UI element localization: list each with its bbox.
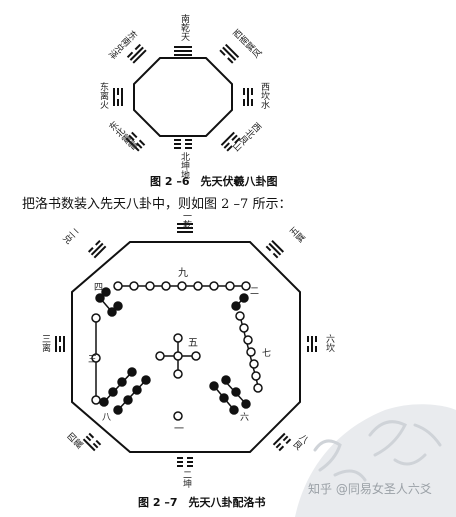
dots-two bbox=[231, 293, 249, 311]
body-paragraph: 把洛书数装入先天八卦中，则如图 2 –7 所示： bbox=[22, 197, 292, 212]
label-right: 六坎 bbox=[324, 334, 334, 352]
trigram-southeast bbox=[126, 43, 147, 64]
seal-watermark-graphic bbox=[295, 404, 456, 517]
num-six: 六 bbox=[240, 411, 249, 423]
trigram-southwest bbox=[219, 43, 240, 64]
trigram-bottom-left bbox=[82, 432, 102, 452]
trigram-north bbox=[174, 139, 192, 149]
figure-caption-bottom: 图 2 –7 先天八卦配洛书 bbox=[138, 496, 266, 509]
trigram-top-left bbox=[87, 239, 107, 259]
num-five: 五 bbox=[188, 338, 198, 349]
dots-five bbox=[155, 333, 201, 379]
trigram-bottom bbox=[177, 457, 193, 467]
label-bottom: 二坤 bbox=[181, 470, 191, 488]
dots-three bbox=[91, 313, 101, 405]
label-east: 东离火 bbox=[98, 82, 108, 109]
trigram-bottom-right bbox=[272, 432, 292, 452]
trigram-east bbox=[113, 88, 123, 106]
octagon-outline-large bbox=[71, 241, 301, 453]
dots-four bbox=[95, 287, 123, 317]
num-seven: 七 bbox=[262, 348, 271, 359]
dots-nine bbox=[113, 281, 251, 291]
trigram-right bbox=[307, 336, 317, 352]
label-north: 北坤地 bbox=[179, 152, 189, 179]
trigram-northwest bbox=[220, 131, 241, 152]
dots-seven bbox=[235, 311, 263, 393]
label-left: 三离 bbox=[40, 334, 50, 352]
octagon-outline bbox=[133, 57, 233, 137]
trigram-south bbox=[174, 46, 192, 56]
num-four: 四 bbox=[94, 283, 103, 293]
label-west: 西坎水 bbox=[259, 82, 269, 109]
dots-one bbox=[173, 411, 183, 421]
num-two: 二 bbox=[250, 287, 259, 297]
trigram-left bbox=[55, 336, 65, 352]
trigram-top-right bbox=[265, 239, 285, 259]
label-south: 南乾天 bbox=[179, 14, 189, 41]
label-top: 一乾 bbox=[181, 211, 191, 229]
num-eight: 八 bbox=[102, 413, 111, 423]
trigram-west bbox=[243, 88, 253, 106]
num-one: 一 bbox=[174, 424, 184, 435]
num-nine: 九 bbox=[178, 267, 188, 279]
zhihu-watermark: 知乎 @同易女圣人六爻 bbox=[308, 482, 432, 496]
luoshu-bagua-diagram: 九 四 二 五 七 三 六 八 一 bbox=[55, 223, 317, 467]
fuxi-bagua-diagram bbox=[113, 43, 253, 152]
dots-eight bbox=[99, 367, 151, 415]
num-three: 三 bbox=[88, 355, 97, 365]
trigram-northeast bbox=[125, 131, 146, 152]
figure-caption-top: 图 2 –6 先天伏羲八卦图 bbox=[150, 175, 278, 188]
dots-six bbox=[209, 375, 251, 415]
trigram-top bbox=[177, 223, 193, 233]
